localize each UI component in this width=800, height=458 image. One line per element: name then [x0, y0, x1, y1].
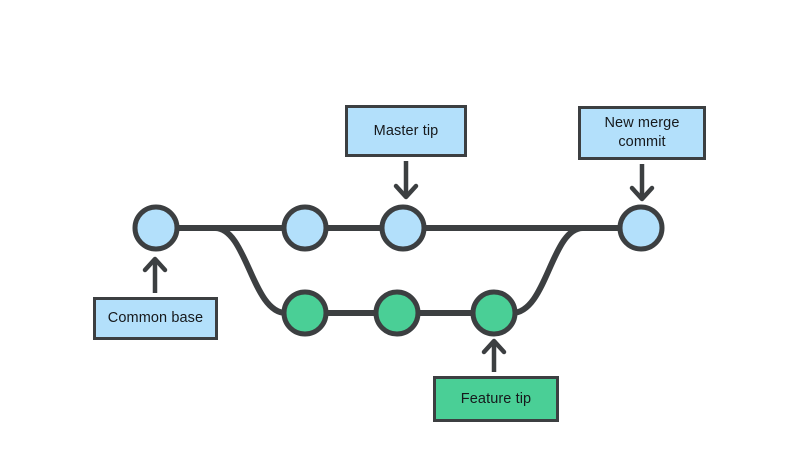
- feature-branch-nodes: [281, 289, 518, 337]
- commit-node-merge-commit[interactable]: [617, 204, 665, 252]
- commit-node-feature-1[interactable]: [281, 289, 329, 337]
- edge-merge-back: [509, 225, 586, 316]
- commit-node-master-mid[interactable]: [281, 204, 329, 252]
- commit-node-feature-tip[interactable]: [470, 289, 518, 337]
- commit-node-feature-2[interactable]: [373, 289, 421, 337]
- commit-node-common-base[interactable]: [132, 204, 180, 252]
- label-text-master-tip: Master tip: [373, 122, 439, 139]
- master-branch-nodes: [132, 204, 665, 252]
- edge-branch-off: [212, 225, 289, 316]
- label-box-master-tip[interactable]: Master tip: [345, 105, 467, 157]
- label-text-common-base: Common base: [107, 310, 204, 327]
- arrow-up-icon-feature-tip: [481, 338, 507, 372]
- label-box-feature-tip[interactable]: Feature tip: [433, 376, 559, 422]
- callout-arrows-group: [142, 161, 655, 372]
- arrow-up-icon-common-base: [142, 256, 168, 293]
- commit-node-master-tip[interactable]: [379, 204, 427, 252]
- label-text-new-merge-commit: New merge commit: [604, 115, 680, 150]
- label-box-new-merge-commit[interactable]: New merge commit: [578, 106, 706, 160]
- arrow-down-icon-master-tip: [393, 161, 419, 200]
- arrow-down-icon-merge-commit: [629, 164, 655, 202]
- label-text-feature-tip: Feature tip: [460, 390, 532, 407]
- label-box-common-base[interactable]: Common base: [93, 297, 218, 340]
